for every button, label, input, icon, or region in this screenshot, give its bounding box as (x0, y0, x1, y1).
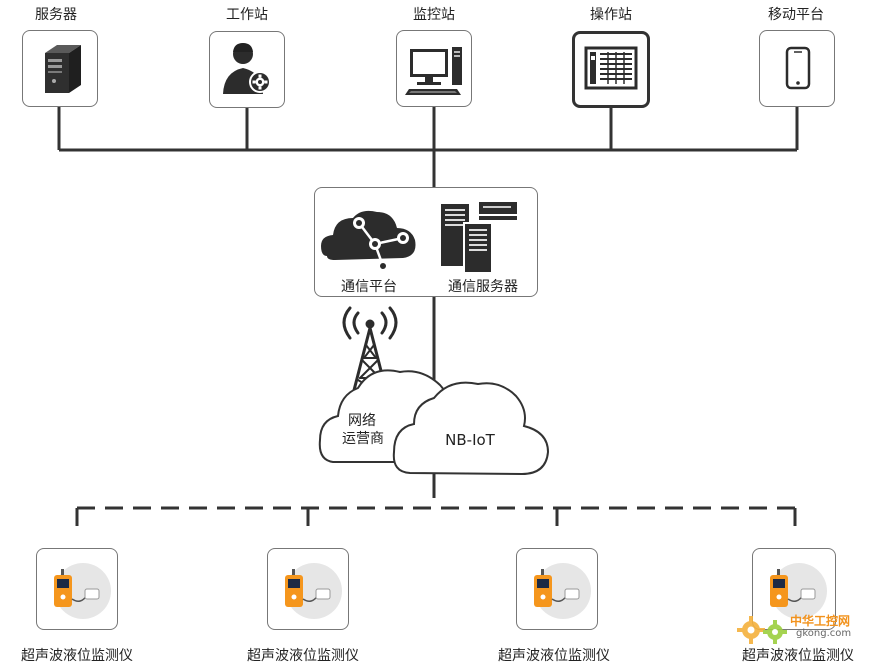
ultrasonic-level-meter-icon (770, 563, 827, 619)
watermark-text: 中华工控网 (790, 614, 851, 628)
sensor-label-2: 超声波液位监测仪 (247, 648, 359, 664)
operator-station-label: 操作站 (590, 7, 632, 23)
ultrasonic-level-meter-icon (54, 563, 111, 619)
workstation-label: 工作站 (226, 7, 268, 23)
server-node (22, 30, 98, 107)
watermark-gear-logo-icon (737, 616, 787, 644)
sensor-label-3: 超声波液位监测仪 (498, 648, 610, 664)
sensor-node-1 (36, 548, 118, 630)
sensor-node-3 (516, 548, 598, 630)
server-label: 服务器 (35, 7, 77, 23)
monitoring-station-label: 监控站 (413, 7, 455, 23)
user-gear-icon (223, 43, 271, 94)
ultrasonic-level-meter-icon (285, 563, 342, 619)
mobile-platform-node (759, 30, 835, 107)
operator-label-line2: 运营商 (342, 431, 384, 447)
desktop-computer-icon (405, 47, 462, 95)
control-panel-icon (584, 46, 638, 90)
mobile-platform-label: 移动平台 (768, 7, 824, 23)
comm-platform-label: 通信平台 (341, 279, 397, 295)
comm-server-label: 通信服务器 (448, 279, 518, 295)
sensor-label-4: 超声波液位监测仪 (742, 648, 854, 664)
operator-station-node (572, 31, 650, 108)
server-tower-icon (45, 45, 81, 93)
smartphone-icon (785, 46, 811, 90)
watermark-url: gkong.com (796, 628, 852, 639)
operator-label-line1: 网络 (348, 413, 376, 429)
workstation-node (209, 31, 285, 108)
server-rack-icon (441, 202, 517, 274)
nbiot-label: NB-IoT (445, 431, 495, 449)
communication-platform-box: 通信平台 通信服务器 (314, 187, 538, 297)
ultrasonic-level-meter-icon (534, 563, 591, 619)
sensor-label-1: 超声波液位监测仪 (21, 648, 133, 664)
sensor-node-2 (267, 548, 349, 630)
cloud-network-icon (321, 210, 416, 272)
monitoring-station-node (396, 30, 472, 107)
sensor-node-4 (752, 548, 836, 630)
